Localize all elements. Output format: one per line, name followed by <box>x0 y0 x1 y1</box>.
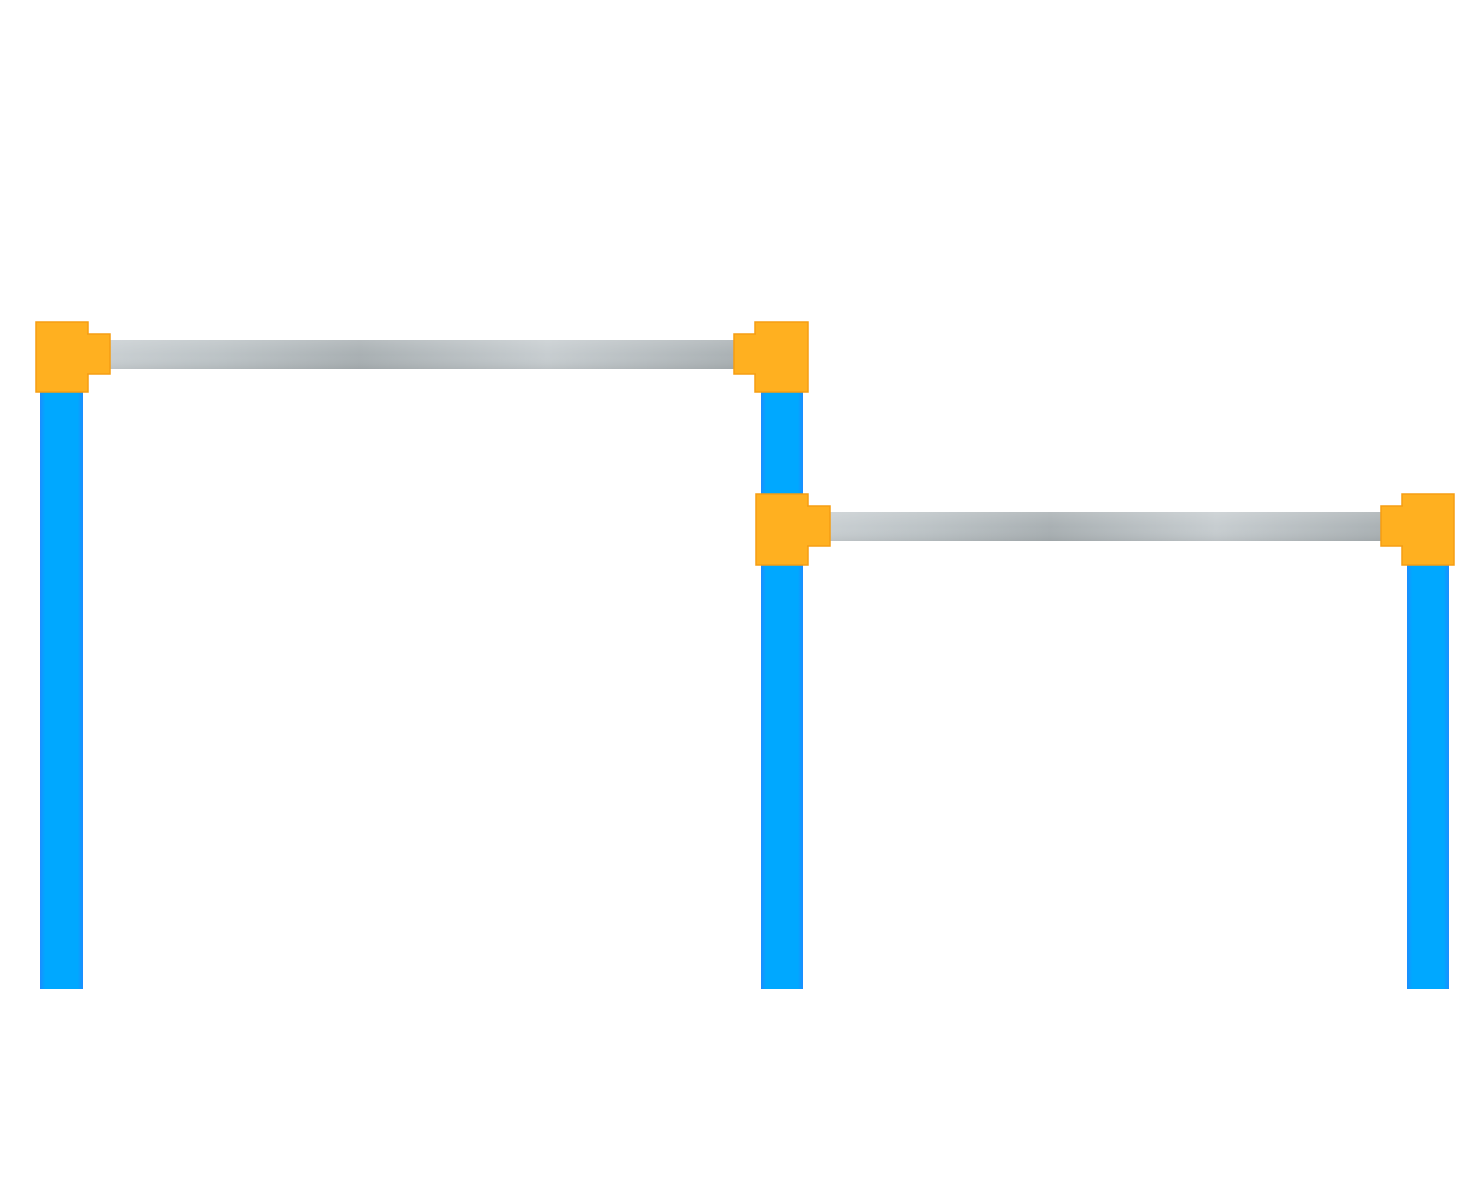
left-post <box>40 388 83 989</box>
posts <box>40 388 1449 989</box>
upper-rail <box>108 340 736 369</box>
corner-connector-icon <box>35 321 111 393</box>
corner-connector-icon <box>733 321 809 393</box>
right-post <box>1407 560 1449 989</box>
middle-post <box>761 388 803 989</box>
lower-rail <box>828 512 1383 541</box>
rails <box>108 340 1383 541</box>
corner-connector-icon <box>1380 493 1455 566</box>
connectors <box>35 321 1455 566</box>
tee-connector-icon <box>755 493 831 566</box>
